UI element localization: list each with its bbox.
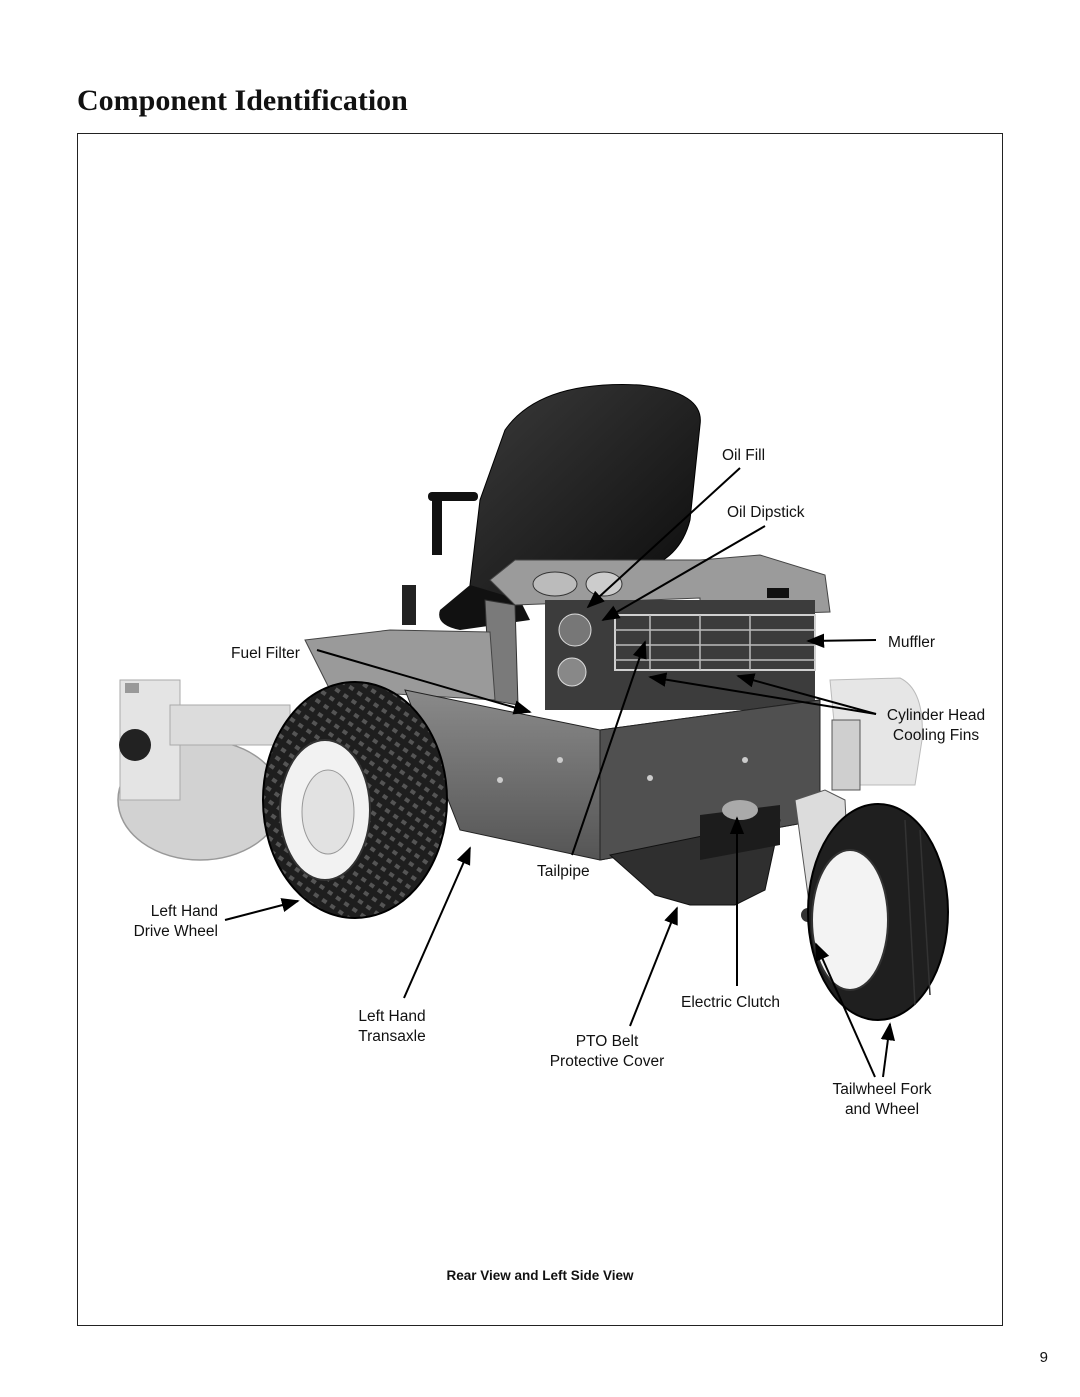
- label-tailwheel-line1: Tailwheel Fork: [832, 1081, 932, 1098]
- page-number: 9: [1039, 1349, 1048, 1366]
- label-pto-belt-line1: PTO Belt: [575, 1033, 639, 1050]
- label-pto-belt-line2: Protective Cover: [549, 1053, 665, 1070]
- label-cylinder-head-line1: Cylinder Head: [886, 707, 986, 724]
- callout-lines: [224, 467, 896, 1078]
- label-tailwheel-line2: and Wheel: [844, 1101, 920, 1118]
- engine: [545, 600, 816, 710]
- label-left-transaxle: Left Hand Transaxle: [340, 1007, 444, 1047]
- label-oil-fill: Oil Fill: [722, 447, 766, 464]
- figure-frame: [77, 133, 1003, 1326]
- label-left-drive-wheel-line1: Left Hand: [150, 903, 218, 920]
- label-tailpipe: Tailpipe: [537, 863, 590, 880]
- label-oil-dipstick: Oil Dipstick: [727, 504, 805, 521]
- label-muffler: Muffler: [888, 634, 936, 651]
- label-pto-belt: PTO Belt Protective Cover: [526, 1032, 688, 1072]
- label-cylinder-head: Cylinder Head Cooling Fins: [875, 706, 997, 746]
- label-left-drive-wheel: Left Hand Drive Wheel: [110, 902, 218, 942]
- label-left-transaxle-line1: Left Hand: [358, 1008, 426, 1025]
- label-electric-clutch: Electric Clutch: [681, 994, 781, 1011]
- seat: [402, 384, 701, 630]
- page-title: Component Identification: [77, 84, 408, 117]
- label-fuel-filter: Fuel Filter: [231, 645, 300, 662]
- tailwheel: [807, 803, 949, 1021]
- mower-deck: [117, 679, 291, 861]
- label-left-transaxle-line2: Transaxle: [358, 1028, 426, 1045]
- label-tailwheel: Tailwheel Fork and Wheel: [815, 1080, 949, 1120]
- label-cylinder-head-line2: Cooling Fins: [892, 727, 980, 744]
- left-drive-wheel: [262, 681, 448, 919]
- label-left-drive-wheel-line2: Drive Wheel: [133, 923, 218, 940]
- figure-caption: Rear View and Left Side View: [446, 1268, 634, 1283]
